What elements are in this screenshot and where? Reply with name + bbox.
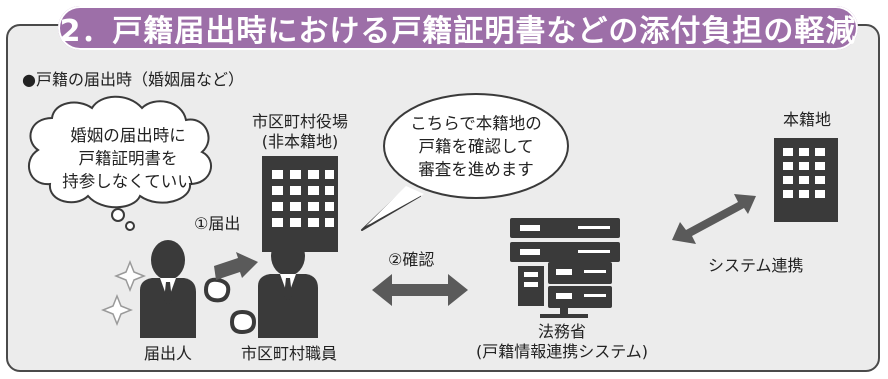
thought-line-3: 持参しなくていい — [62, 172, 194, 191]
speech-line-1: こちらで本籍地の — [410, 114, 542, 133]
speech-bubble-shape — [361, 93, 569, 231]
municipal-building-icon — [262, 156, 338, 252]
ministry-name: 法務省 — [537, 322, 586, 341]
step1-label: ①届出 — [194, 214, 241, 233]
page-title: 2．戸籍届出時における戸籍証明書などの添付負担の軽減 — [59, 14, 857, 49]
staff-hand-icon — [229, 309, 257, 335]
applicant-person-icon — [140, 240, 196, 338]
speech-bubble-text: こちらで本籍地の 戸籍を確認して 審査を進めます — [394, 112, 558, 181]
honseki-label: 本籍地 — [782, 110, 831, 129]
thought-line-1: 婚姻の届出時に — [70, 126, 186, 145]
system-link-label: システム連携 — [708, 256, 804, 275]
honseki-building-icon — [774, 138, 838, 222]
speech-line-3: 審査を進めます — [418, 160, 534, 179]
step2-label: ②確認 — [388, 250, 435, 269]
speech-line-2: 戸籍を確認して — [418, 137, 534, 156]
applicant-label: 届出人 — [143, 344, 192, 363]
thought-bubble-shape — [28, 95, 212, 231]
subtitle: ●戸籍の届出時（婚姻届など） — [22, 70, 244, 89]
thought-line-2: 戸籍証明書を — [78, 149, 178, 168]
staff-label: 市区町村職員 — [240, 344, 337, 363]
municipal-office-name: 市区町村役場 — [251, 112, 348, 131]
ministry-system-name: (戸籍情報連携システム) — [475, 342, 648, 361]
applicant-hand-icon — [203, 277, 231, 303]
municipal-office-label: 市区町村役場 (非本籍地) — [242, 112, 358, 152]
staff-person-icon — [258, 236, 318, 338]
sparkle-icon — [100, 259, 147, 327]
ministry-label: 法務省 (戸籍情報連携システム) — [472, 322, 652, 362]
thought-bubble-text: 婚姻の届出時に 戸籍証明書を 持参しなくていい — [40, 124, 216, 193]
title-banner: 2．戸籍届出時における戸籍証明書などの添付負担の軽減 — [58, 6, 858, 50]
municipal-office-note: (非本籍地) — [261, 132, 339, 151]
arrow-confirm-icon — [372, 274, 468, 306]
server-icon — [510, 218, 620, 318]
arrow-submit-icon — [214, 252, 258, 280]
arrow-system-link-icon — [672, 194, 756, 244]
